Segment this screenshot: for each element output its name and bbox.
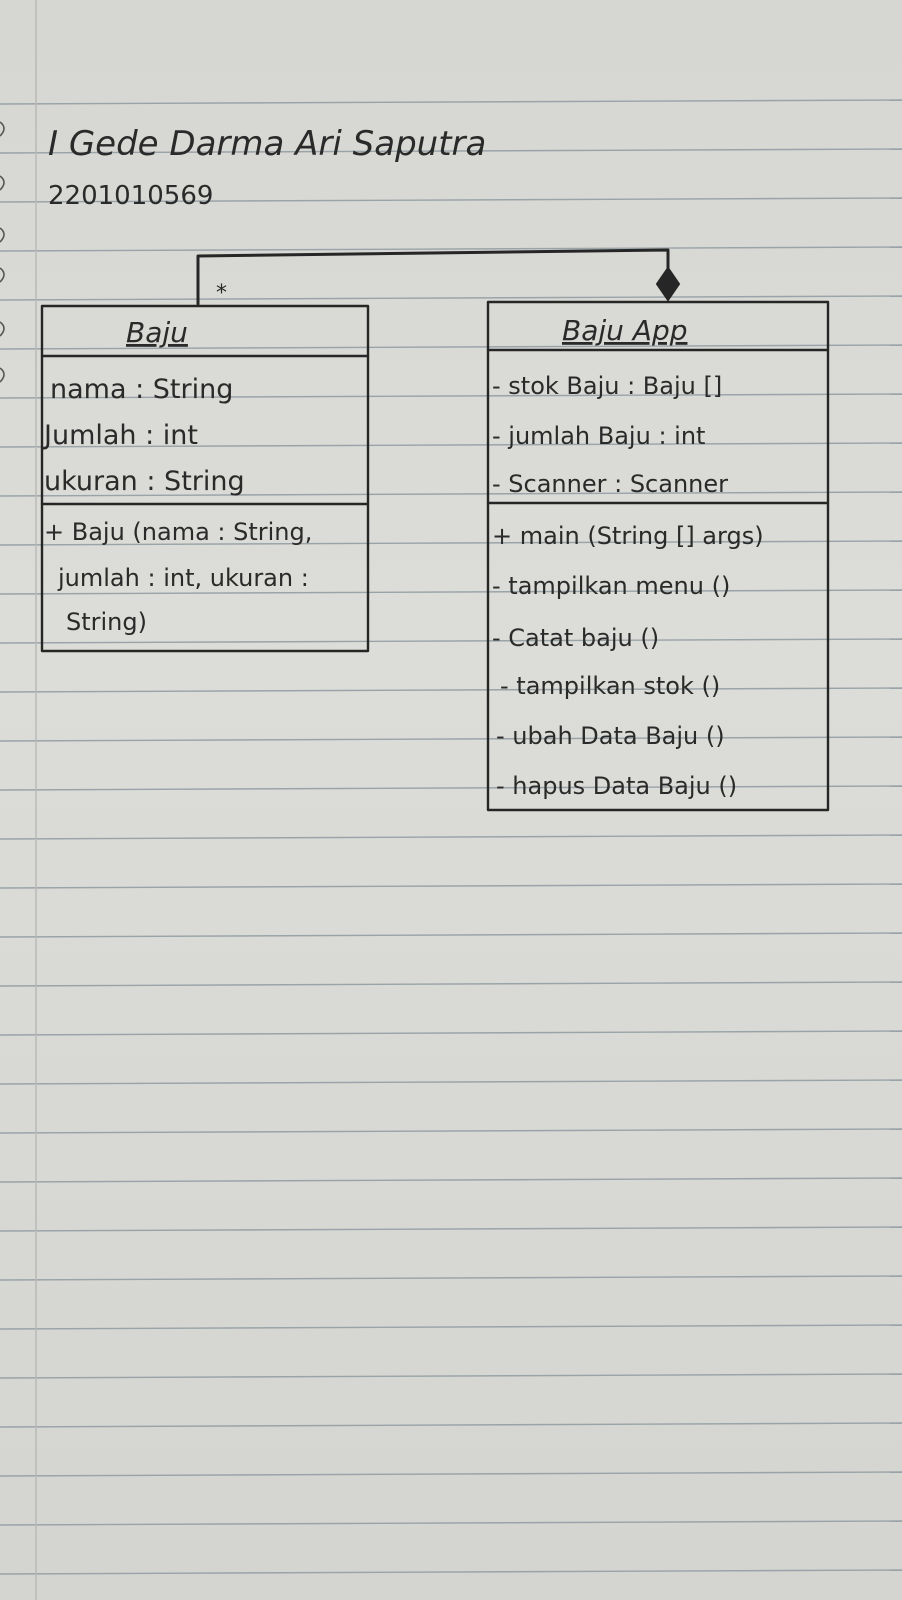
ruled-line: [0, 589, 902, 595]
class-method: - Catat baju (): [492, 624, 659, 652]
ruled-line: [0, 393, 902, 399]
ruled-line: [0, 736, 902, 742]
multiplicity-label: *: [216, 281, 227, 306]
class-attribute: - jumlah Baju : int: [492, 422, 705, 450]
ruled-line: [0, 638, 902, 644]
ruled-line: [0, 1226, 902, 1232]
ruled-line: [0, 491, 902, 497]
ruled-line: [0, 295, 902, 301]
ruled-line: [0, 99, 902, 105]
ruled-line: [0, 1471, 902, 1477]
class-method: jumlah : int, ukuran :: [57, 564, 309, 592]
ruled-line: [0, 1128, 902, 1134]
class-method: - hapus Data Baju (): [496, 772, 737, 800]
class-attribute: - stok Baju : Baju []: [492, 372, 722, 400]
class-attribute: nama : String: [50, 374, 233, 405]
class-method: - ubah Data Baju (): [496, 722, 725, 750]
ruled-line: [0, 246, 902, 252]
ruled-line: [0, 344, 902, 350]
class-attribute: ukuran : String: [44, 466, 245, 497]
ruled-line: [0, 1520, 902, 1526]
ruled-line: [0, 1030, 902, 1036]
class-method: + main (String [] args): [492, 522, 764, 550]
ruled-line: [0, 1324, 902, 1330]
ruled-line: [0, 687, 902, 693]
class-name: Baju: [126, 316, 188, 349]
author-name: I Gede Darma Ari Saputra: [48, 124, 486, 164]
class-baju-app: Baju App - stok Baju : Baju [] - jumlah …: [486, 300, 830, 812]
association-connector: *: [196, 248, 681, 306]
ruled-line: [0, 1275, 902, 1281]
ruled-line: [0, 1422, 902, 1428]
ruled-lines: [0, 99, 902, 1575]
ruled-line: [0, 1079, 902, 1085]
composition-diamond: [655, 266, 681, 302]
class-name: Baju App: [562, 314, 688, 347]
student-id: 2201010569: [48, 181, 213, 211]
ruled-line: [0, 785, 902, 791]
class-method: + Baju (nama : String,: [44, 518, 312, 546]
class-attribute: Jumlah : int: [42, 420, 198, 451]
binder-marks: [0, 121, 5, 383]
ruled-line: [0, 883, 902, 889]
ruled-line: [0, 1569, 902, 1575]
ruled-line: [0, 1373, 902, 1379]
ruled-line: [0, 148, 902, 154]
class-method: String): [66, 608, 147, 636]
class-attribute: - Scanner : Scanner: [492, 470, 728, 498]
class-baju: Baju nama : String Jumlah : int ukuran :…: [40, 304, 370, 653]
class-method: - tampilkan stok (): [500, 672, 720, 700]
class-method: - tampilkan menu (): [492, 572, 730, 600]
ruled-line: [0, 932, 902, 938]
ruled-line: [0, 1177, 902, 1183]
ruled-line: [0, 442, 902, 448]
ruled-line: [0, 981, 902, 987]
ruled-line: [0, 197, 902, 203]
ruled-line: [0, 834, 902, 840]
ruled-line: [0, 540, 902, 546]
